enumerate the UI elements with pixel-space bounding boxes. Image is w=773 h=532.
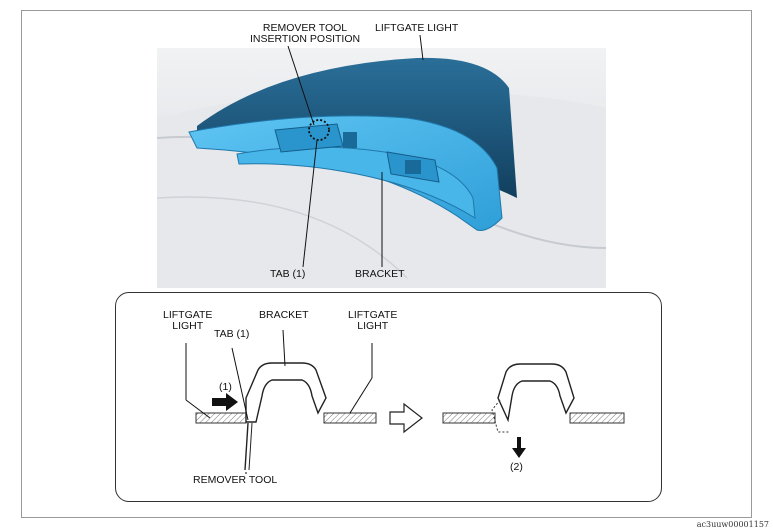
down-arrow-icon xyxy=(512,437,526,458)
liftgate-light-label: LIFTGATE LIGHT xyxy=(375,22,459,34)
remover-tool-label: REMOVER TOOL xyxy=(193,474,278,486)
remover-tool-shape xyxy=(244,422,249,471)
step-2-label: (2) xyxy=(510,461,523,473)
detail-liftgate-light-right-label: LIFTGATE LIGHT xyxy=(348,309,398,332)
detail-bracket-label: BRACKET xyxy=(259,309,309,321)
liftgate-light-photo xyxy=(157,48,606,288)
liftgate-light-left-panel xyxy=(195,412,247,424)
reference-code: ac3uuw00001157 xyxy=(696,520,769,529)
liftgate-light-illustration xyxy=(157,48,606,288)
bracket-shape-after xyxy=(497,363,575,423)
detail-tab-label: TAB (1) xyxy=(214,328,250,340)
tab-label: TAB (1) xyxy=(270,268,306,280)
step-1-label: (1) xyxy=(219,381,232,393)
liftgate-light-right-panel xyxy=(323,412,377,424)
bracket-label: BRACKET xyxy=(355,268,405,280)
cross-section-detail-box xyxy=(115,292,662,502)
bracket-shape-before xyxy=(245,362,327,423)
detail-liftgate-light-left-label: LIFTGATE LIGHT xyxy=(163,309,213,332)
remover-tool-insertion-position-label: REMOVER TOOL INSERTION POSITION xyxy=(250,22,361,45)
push-arrow-icon xyxy=(212,393,238,411)
transition-arrow-icon xyxy=(389,402,423,434)
